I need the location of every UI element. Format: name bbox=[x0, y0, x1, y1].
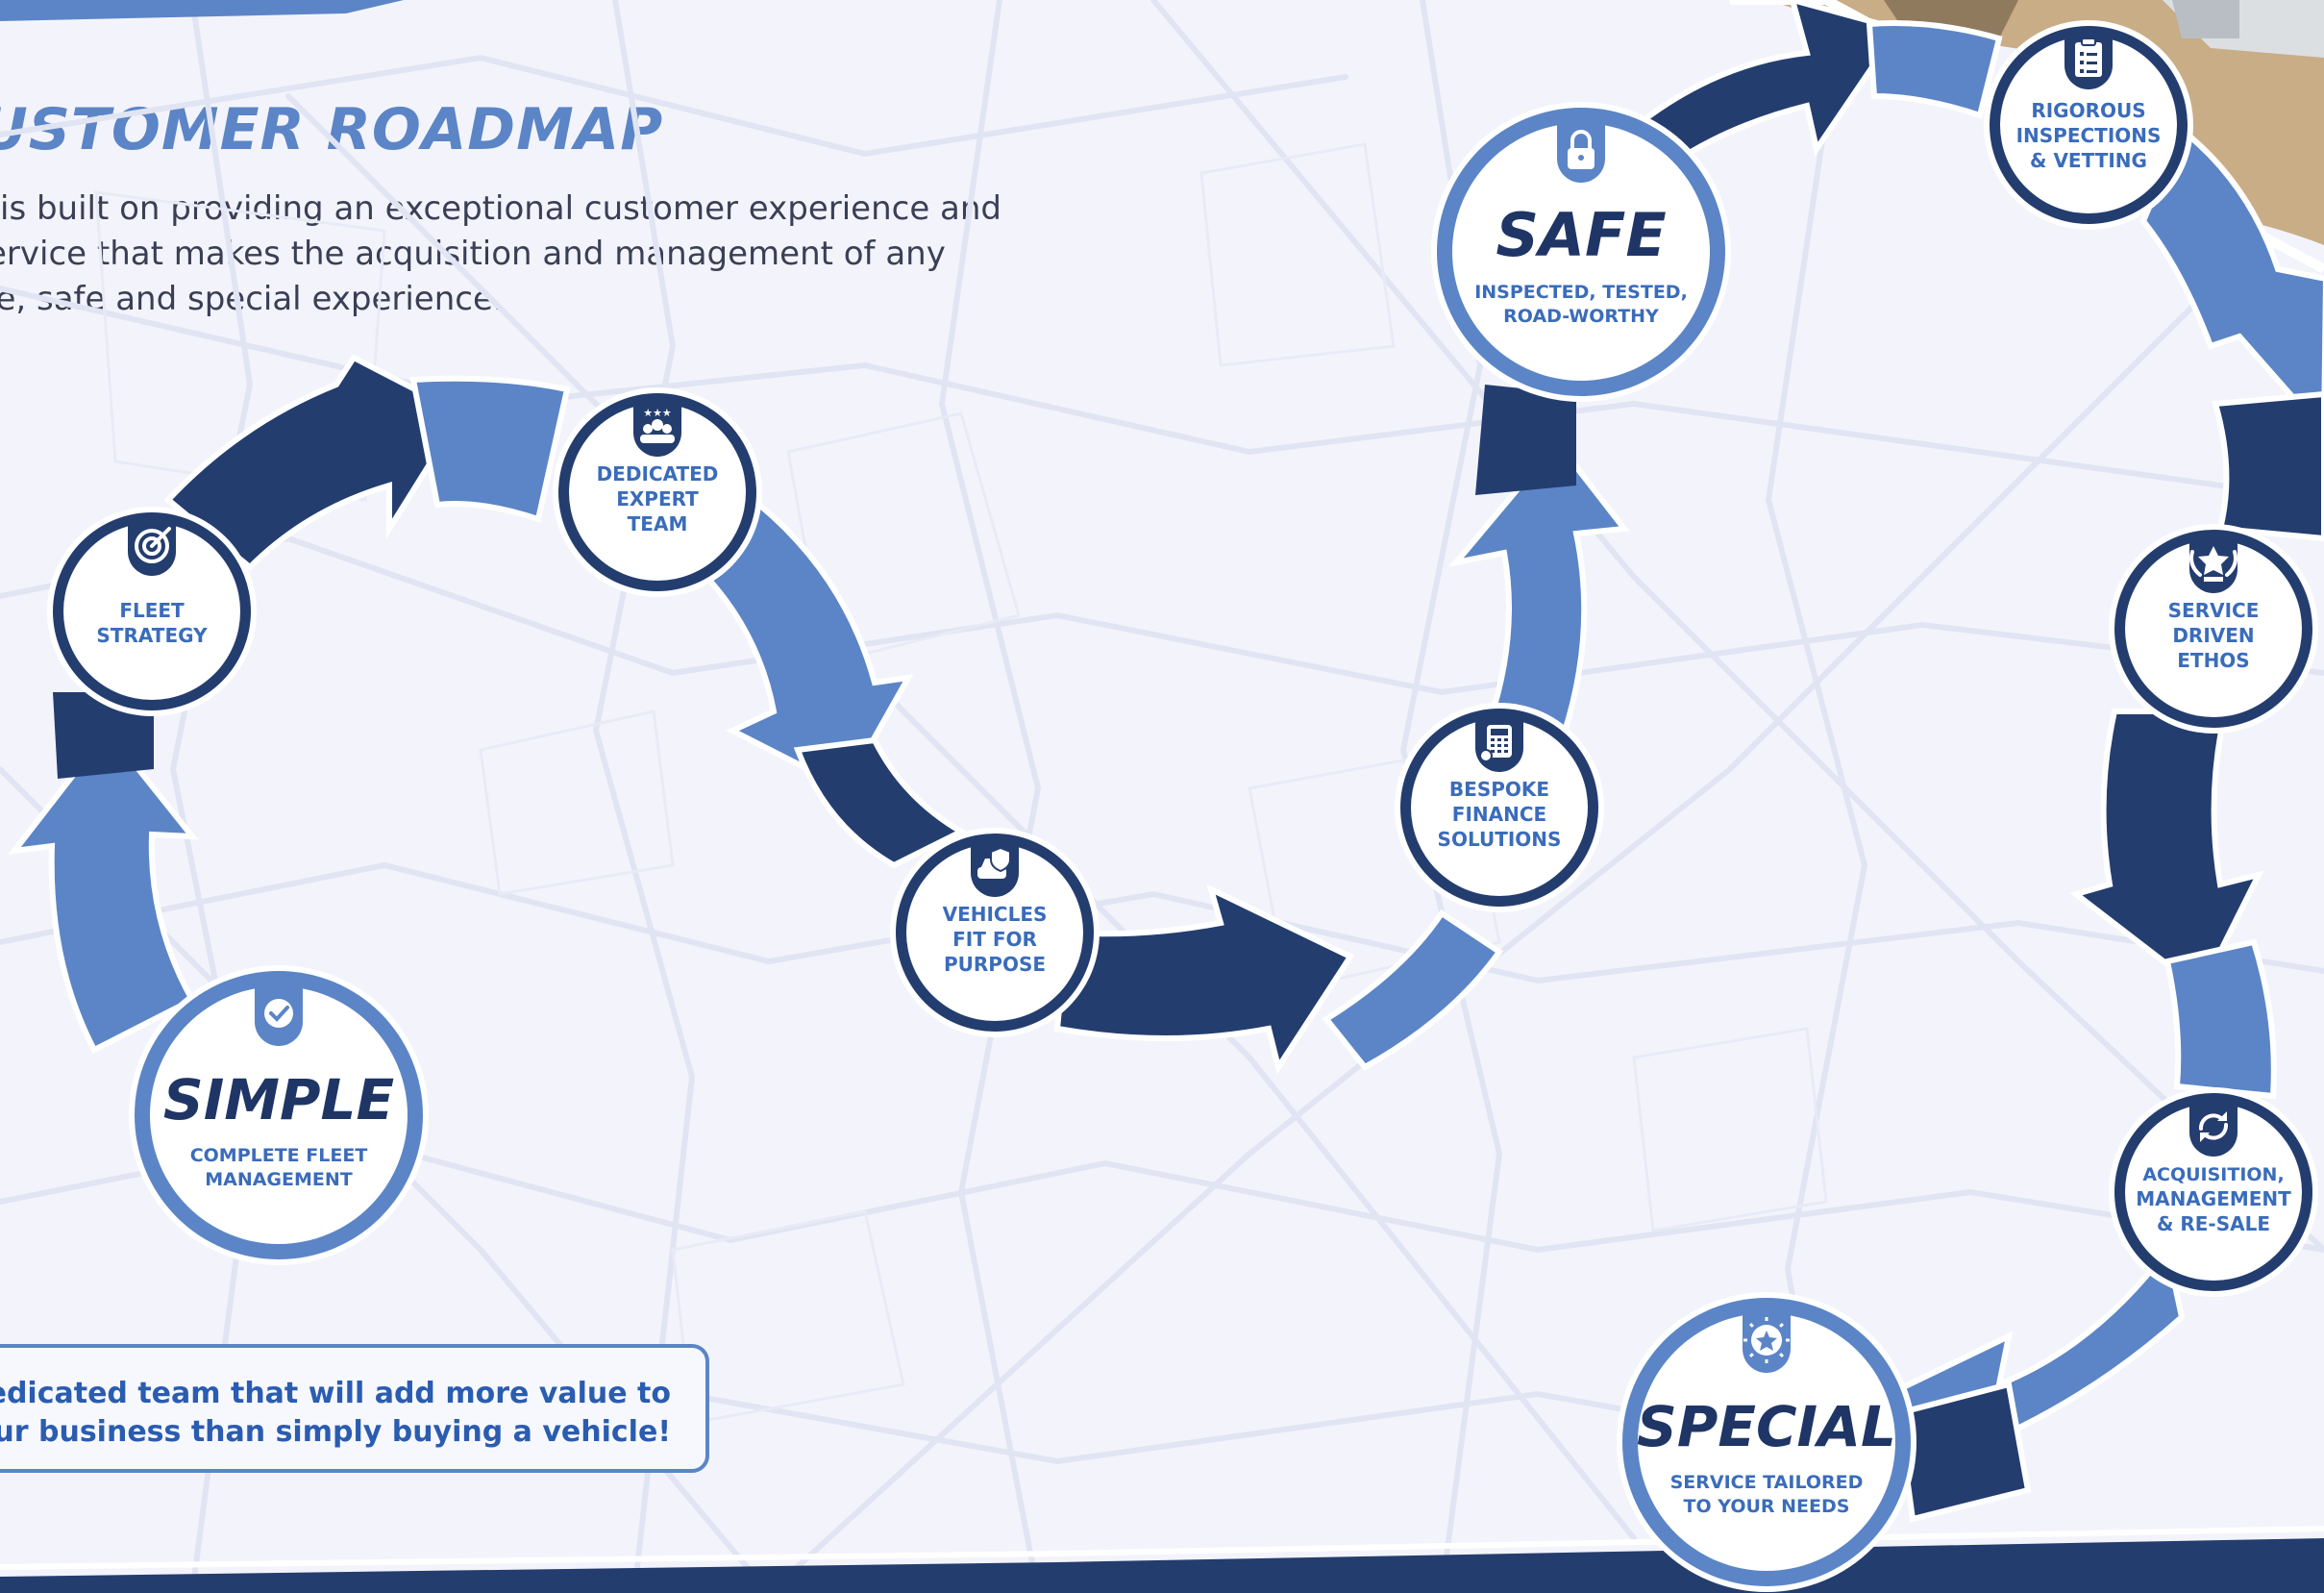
page-title: USTOMER ROADMAP bbox=[0, 96, 664, 163]
step-label: TEAM bbox=[628, 512, 688, 535]
clipboard-icon bbox=[2075, 37, 2102, 77]
node-face bbox=[2000, 37, 2177, 213]
step-acquisition-management: ACQUISITION,MANAGEMENT& RE-SALE bbox=[2109, 1087, 2318, 1297]
step-subtitle: INSPECTED, TESTED, bbox=[1474, 282, 1688, 303]
step-subtitle: COMPLETE FLEET bbox=[190, 1145, 368, 1166]
step-label: DRIVEN bbox=[2172, 624, 2254, 647]
step-label: RIGOROUS bbox=[2031, 99, 2145, 122]
svg-text:★★★: ★★★ bbox=[643, 407, 672, 419]
step-label: INSPECTIONS bbox=[2016, 124, 2162, 147]
step-simple: SIMPLE COMPLETE FLEET MANAGEMENT bbox=[129, 965, 429, 1265]
cycle-icon bbox=[2199, 1111, 2228, 1142]
top-left-bar bbox=[0, 0, 404, 21]
step-label: FLEET bbox=[119, 599, 185, 622]
arrow-safe-to-inspections bbox=[1639, 0, 1903, 168]
step-label: & VETTING bbox=[2030, 149, 2147, 172]
node-face bbox=[1411, 719, 1588, 896]
intro-text: is built on providing an exceptional cus… bbox=[0, 187, 1001, 322]
step-label: SERVICE bbox=[2168, 599, 2260, 622]
node-icon-tab bbox=[2189, 1101, 2237, 1157]
step-subtitle: MANAGEMENT bbox=[205, 1169, 353, 1190]
car-shield-icon bbox=[977, 846, 1011, 879]
step-label: BESPOKE bbox=[1449, 778, 1549, 801]
node-face bbox=[906, 844, 1083, 1021]
step-subtitle: TO YOUR NEEDS bbox=[1684, 1496, 1850, 1517]
node-face bbox=[150, 986, 408, 1244]
step-subtitle: ROAD-WORTHY bbox=[1503, 306, 1659, 327]
step-special: SPECIAL SERVICE TAILORED TO YOUR NEEDS bbox=[1617, 1292, 1916, 1592]
step-safe: SAFE INSPECTED, TESTED, ROAD-WORTHY bbox=[1431, 102, 1731, 402]
target-icon bbox=[135, 527, 171, 563]
arrow-service-to-acquisition bbox=[2069, 709, 2264, 995]
intro-line: is built on providing an exceptional cus… bbox=[0, 189, 1002, 228]
step-label: PURPOSE bbox=[944, 953, 1046, 976]
step-label: STRATEGY bbox=[96, 624, 208, 647]
callout-line: ur business than simply buying a vehicle… bbox=[0, 1415, 671, 1449]
node-face bbox=[569, 404, 746, 581]
step-subtitle: SERVICE TAILORED bbox=[1670, 1472, 1864, 1493]
step-label: ETHOS bbox=[2177, 649, 2249, 672]
calculator-icon bbox=[1479, 725, 1512, 762]
step-label: EXPERT bbox=[616, 487, 699, 510]
node-face bbox=[63, 523, 240, 700]
step-label: MANAGEMENT bbox=[2136, 1187, 2291, 1210]
node-face bbox=[1452, 123, 1710, 381]
star-badge-icon bbox=[1743, 1317, 1790, 1363]
step-label: FIT FOR bbox=[952, 928, 1037, 951]
step-label: DEDICATED bbox=[597, 462, 719, 485]
step-label: VEHICLES bbox=[943, 903, 1048, 926]
lock-icon bbox=[1568, 130, 1595, 169]
node-face bbox=[1638, 1313, 1895, 1571]
arrow-team-to-vehicles bbox=[409, 375, 571, 523]
node-face bbox=[2125, 540, 2302, 717]
step-title: SPECIAL bbox=[1637, 1394, 1896, 1459]
bottom-bar bbox=[0, 1538, 2324, 1593]
step-label: FINANCE bbox=[1452, 803, 1546, 826]
roadmap-steps: SIMPLE COMPLETE FLEET MANAGEMENT FLEETSTRAT… bbox=[47, 20, 2318, 1592]
award-icon bbox=[2189, 546, 2237, 582]
badge-check-icon bbox=[264, 999, 293, 1028]
roadmap-arrows bbox=[8, 0, 2324, 1523]
intro-line: le, safe and special experience. bbox=[0, 280, 504, 318]
step-title: SIMPLE bbox=[163, 1067, 394, 1133]
step-label: & RE-SALE bbox=[2157, 1212, 2270, 1235]
arrow-inspections-to-service bbox=[2139, 125, 2324, 437]
step-title: SAFE bbox=[1496, 200, 1666, 270]
arrow-vehicles-to-finance bbox=[1053, 884, 1355, 1075]
step-label: SOLUTIONS bbox=[1438, 828, 1562, 851]
callout-box: dedicated team that will add more value … bbox=[0, 1344, 709, 1473]
team-icon: ★★★ bbox=[640, 407, 675, 443]
intro-line: ervice that makes the acquisition and ma… bbox=[0, 235, 946, 273]
step-label: ACQUISITION, bbox=[2142, 1164, 2284, 1185]
callout-line: dedicated team that will add more value … bbox=[0, 1377, 671, 1410]
arrow-simple-to-fleet bbox=[8, 726, 199, 1055]
node-face bbox=[2125, 1104, 2302, 1281]
